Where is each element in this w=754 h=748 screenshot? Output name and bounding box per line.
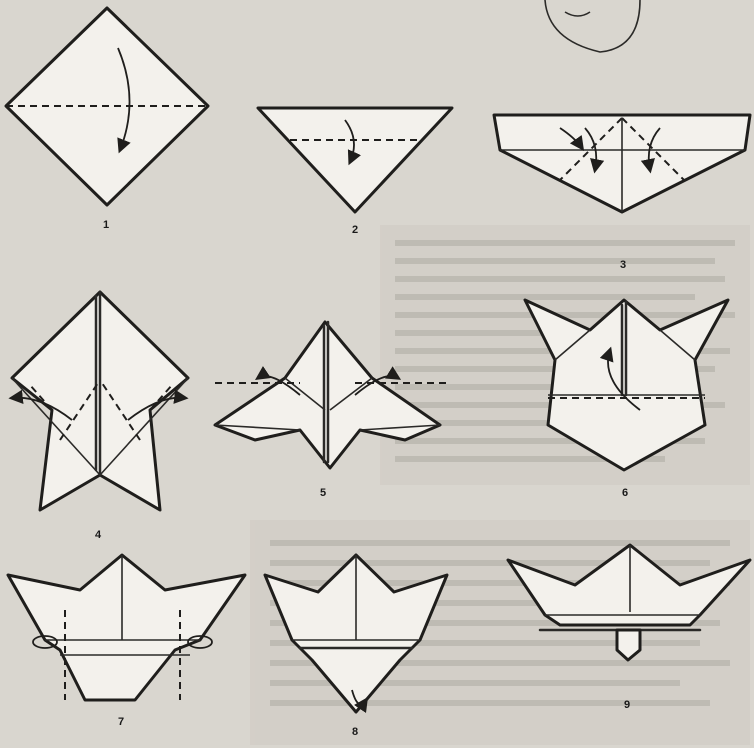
step-2-diagram: 2 bbox=[258, 108, 452, 236]
step-4-diagram: 4 bbox=[12, 292, 188, 541]
step-2-number: 2 bbox=[352, 224, 358, 236]
step-7-number: 7 bbox=[118, 716, 124, 728]
step-7-diagram: 7 bbox=[8, 555, 245, 728]
step-9-number: 9 bbox=[624, 699, 630, 711]
step-4-number: 4 bbox=[95, 529, 102, 541]
step-3-number: 3 bbox=[620, 259, 626, 271]
step-6-number: 6 bbox=[622, 487, 628, 499]
face-sketch bbox=[545, 0, 640, 52]
step-1-number: 1 bbox=[103, 219, 109, 231]
step-5-number: 5 bbox=[320, 487, 326, 499]
step-8-number: 8 bbox=[352, 726, 358, 738]
step-1-diagram: 1 bbox=[6, 8, 208, 231]
